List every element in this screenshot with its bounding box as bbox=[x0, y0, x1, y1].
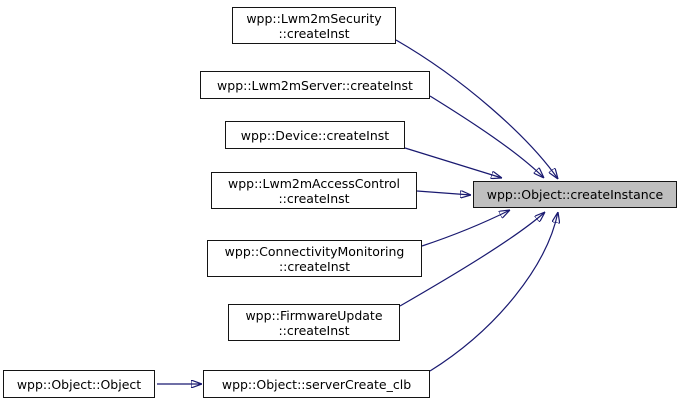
node-label-line: wpp::Object::Object bbox=[16, 376, 142, 392]
node-label-line: wpp::Device::createInst bbox=[240, 127, 390, 143]
node-label-line: wpp::Lwm2mServer::createInst bbox=[217, 77, 413, 93]
node-label-line: ::createInst bbox=[278, 258, 351, 274]
node-label-line: wpp::Lwm2mSecurity bbox=[246, 10, 382, 26]
node-label-line: ::createInst bbox=[278, 322, 350, 338]
node-label-line: wpp::Object::serverCreate_clb bbox=[221, 376, 412, 392]
node-object-servercreate-clb[interactable]: wpp::Object::serverCreate_clb bbox=[203, 370, 430, 398]
node-connectivity-monitoring-createinst[interactable]: wpp::ConnectivityMonitoring ::createInst bbox=[207, 240, 422, 277]
edge-servercreate-clb-to-createinstance bbox=[429, 212, 558, 372]
node-label-line: wpp::Object::createInstance bbox=[486, 187, 664, 202]
node-lwm2m-server-createinst[interactable]: wpp::Lwm2mServer::createInst bbox=[200, 71, 430, 99]
node-label-line: wpp::Lwm2mAccessControl bbox=[228, 175, 400, 191]
node-device-createinst[interactable]: wpp::Device::createInst bbox=[225, 121, 405, 149]
edge-connectivity-monitoring-to-createinstance bbox=[421, 210, 510, 247]
edge-lwm2m-server-to-createinstance bbox=[429, 95, 544, 178]
node-label-line: ::createInst bbox=[278, 190, 350, 206]
node-firmware-update-createinst[interactable]: wpp::FirmwareUpdate ::createInst bbox=[228, 304, 400, 341]
node-label-line: ::createInst bbox=[278, 25, 350, 41]
node-object-object[interactable]: wpp::Object::Object bbox=[3, 370, 155, 398]
node-object-createinstance[interactable]: wpp::Object::createInstance bbox=[473, 181, 677, 208]
node-label-line: wpp::FirmwareUpdate bbox=[245, 307, 383, 323]
node-label-line: wpp::ConnectivityMonitoring bbox=[224, 243, 405, 259]
node-lwm2m-security-createinst[interactable]: wpp::Lwm2mSecurity ::createInst bbox=[232, 7, 396, 44]
edge-device-to-createinstance bbox=[404, 147, 502, 178]
node-lwm2m-access-control-createinst[interactable]: wpp::Lwm2mAccessControl ::createInst bbox=[211, 172, 417, 209]
edge-lwm2m-security-to-createinstance bbox=[395, 39, 558, 179]
edge-access-control-to-createinstance bbox=[416, 191, 471, 195]
